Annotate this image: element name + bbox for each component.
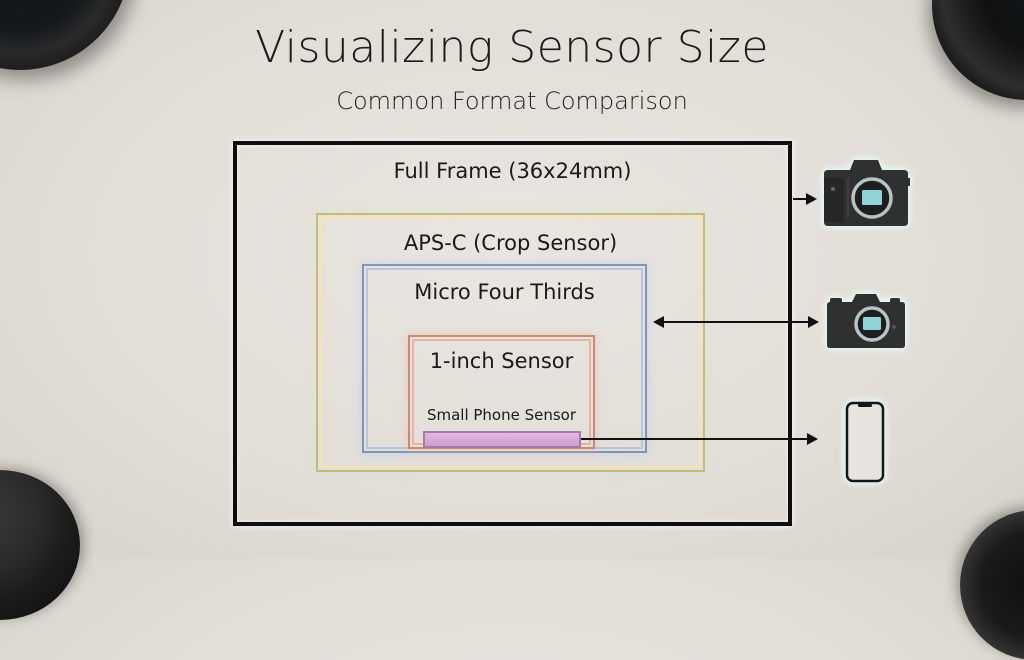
lens-cap-decoration-bottom-left: [0, 470, 80, 620]
one-inch-sensor-box: 1-inch Sensor: [408, 335, 595, 449]
page-subtitle: Common Format Comparison: [336, 87, 688, 115]
phone-sensor-box: [423, 431, 581, 448]
camera-lens-decoration-bottom-right: [960, 510, 1024, 660]
micro-four-thirds-label: Micro Four Thirds: [414, 280, 595, 304]
aps-c-label: APS-C (Crop Sensor): [403, 231, 618, 255]
smartphone-icon: [845, 401, 885, 483]
one-inch-label: 1-inch Sensor: [429, 349, 574, 373]
full-frame-dslr-camera-icon: [820, 156, 912, 228]
micro-four-thirds-sensor-box: Micro Four Thirds: [362, 264, 647, 453]
page-title: Visualizing Sensor Size: [255, 22, 769, 73]
aps-c-arrow-line: [660, 321, 810, 323]
aps-c-arrowhead-left: [653, 316, 664, 328]
phone-arrow-line: [581, 438, 811, 440]
full-frame-sensor-box: Full Frame (36x24mm): [233, 141, 792, 526]
aps-c-sensor-box: APS-C (Crop Sensor): [316, 213, 705, 472]
full-frame-arrow-line: [793, 198, 813, 200]
phone-arrowhead: [807, 433, 818, 445]
phone-sensor-label: Small Phone Sensor: [426, 406, 577, 424]
mirrorless-camera-icon: [824, 291, 908, 349]
aps-c-arrowhead-right: [808, 316, 819, 328]
full-frame-label: Full Frame (36x24mm): [393, 159, 632, 183]
full-frame-arrowhead: [806, 193, 817, 205]
